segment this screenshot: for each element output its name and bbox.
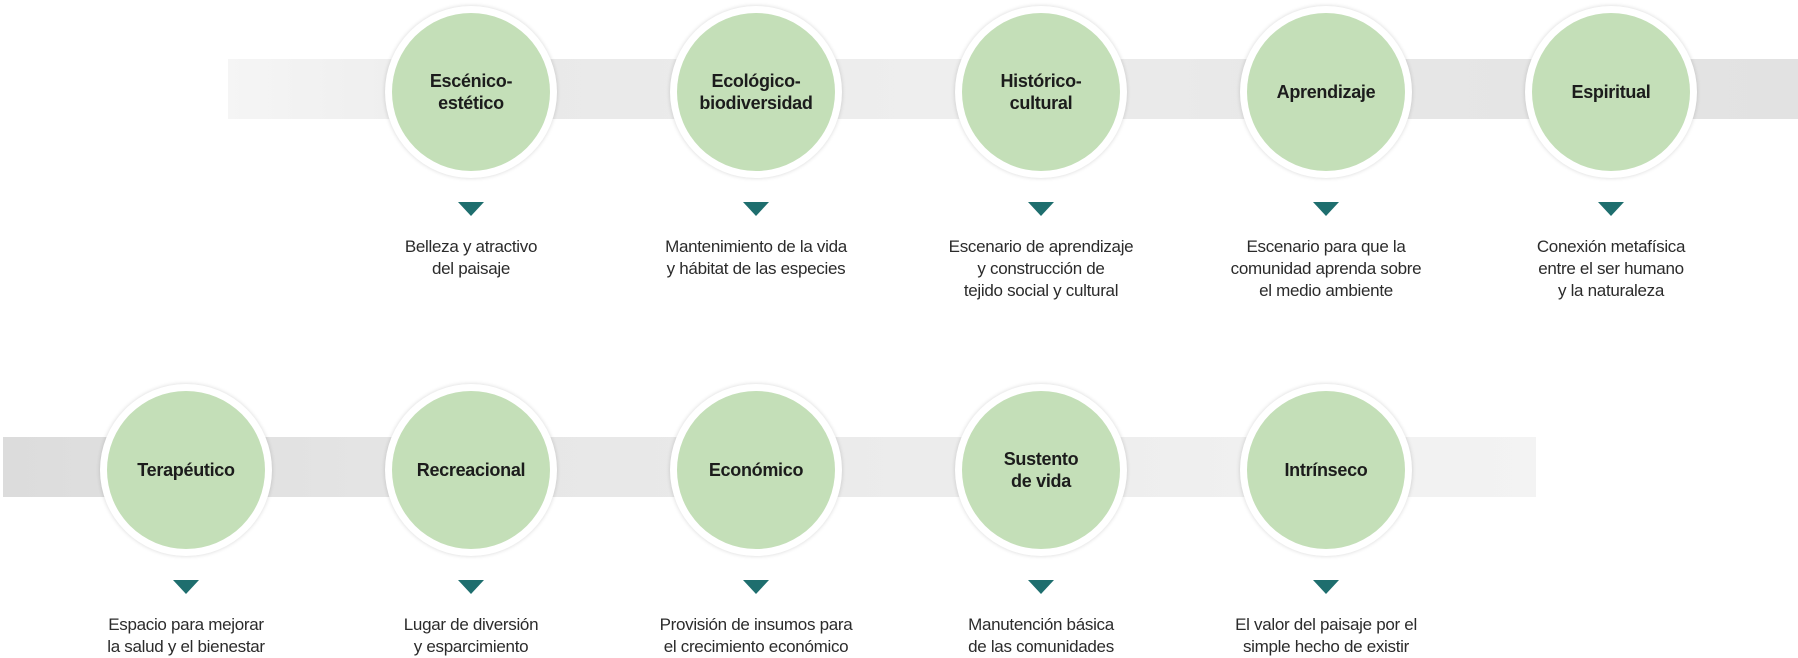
value-description: Escenario de aprendizaje y construcción … (948, 237, 1134, 300)
value-circle: Ecológico- biodiversidad (677, 13, 835, 171)
value-title: Económico (708, 460, 804, 480)
value-description: Provisión de insumos para el crecimiento… (659, 615, 853, 656)
down-triangle-icon (1313, 202, 1339, 216)
value-circle: Recreacional (392, 391, 550, 549)
circle-ring: Intrínseco (1240, 384, 1412, 556)
down-triangle-icon (743, 580, 769, 594)
value-description: Escenario para que la comunidad aprenda … (1230, 237, 1422, 300)
circle-ring: Aprendizaje (1240, 6, 1412, 178)
value-circle: Intrínseco (1247, 391, 1405, 549)
down-triangle-icon (1313, 580, 1339, 594)
value-description: Conexión metafísica entre el ser humano … (1536, 237, 1686, 300)
circle-ring: Sustento de vida (955, 384, 1127, 556)
down-triangle-icon (1598, 202, 1624, 216)
down-triangle-icon (1028, 202, 1054, 216)
value-circle: Terapéutico (107, 391, 265, 549)
circle-ring: Ecológico- biodiversidad (670, 6, 842, 178)
value-title: Ecológico- biodiversidad (699, 71, 813, 113)
down-triangle-icon (743, 202, 769, 216)
value-circle: Espiritual (1532, 13, 1690, 171)
value-circle: Histórico- cultural (962, 13, 1120, 171)
value-circle: Sustento de vida (962, 391, 1120, 549)
value-circle: Escénico- estético (392, 13, 550, 171)
down-triangle-icon (458, 202, 484, 216)
value-description: Manutención básica de las comunidades (968, 615, 1114, 656)
value-title: Aprendizaje (1276, 82, 1376, 102)
circle-ring: Terapéutico (100, 384, 272, 556)
value-circle: Aprendizaje (1247, 13, 1405, 171)
circle-ring: Espiritual (1525, 6, 1697, 178)
circle-ring: Recreacional (385, 384, 557, 556)
value-circle: Económico (677, 391, 835, 549)
value-title: Intrínseco (1284, 460, 1368, 480)
value-title: Espiritual (1571, 82, 1651, 102)
value-title: Sustento de vida (1003, 449, 1079, 491)
circle-ring: Escénico- estético (385, 6, 557, 178)
value-title: Escénico- estético (429, 71, 513, 113)
value-title: Recreacional (416, 460, 526, 480)
value-description: Lugar de diversión y esparcimiento (403, 615, 539, 656)
value-title: Histórico- cultural (1000, 71, 1082, 113)
down-triangle-icon (1028, 580, 1054, 594)
down-triangle-icon (458, 580, 484, 594)
value-description: Mantenimiento de la vida y hábitat de la… (665, 237, 847, 278)
down-triangle-icon (173, 580, 199, 594)
value-description: El valor del paisaje por el simple hecho… (1235, 615, 1417, 656)
value-description: Belleza y atractivo del paisaje (404, 237, 538, 278)
circle-ring: Histórico- cultural (955, 6, 1127, 178)
circle-ring: Económico (670, 384, 842, 556)
value-description: Espacio para mejorar la salud y el biene… (107, 615, 265, 656)
value-title: Terapéutico (137, 460, 235, 480)
